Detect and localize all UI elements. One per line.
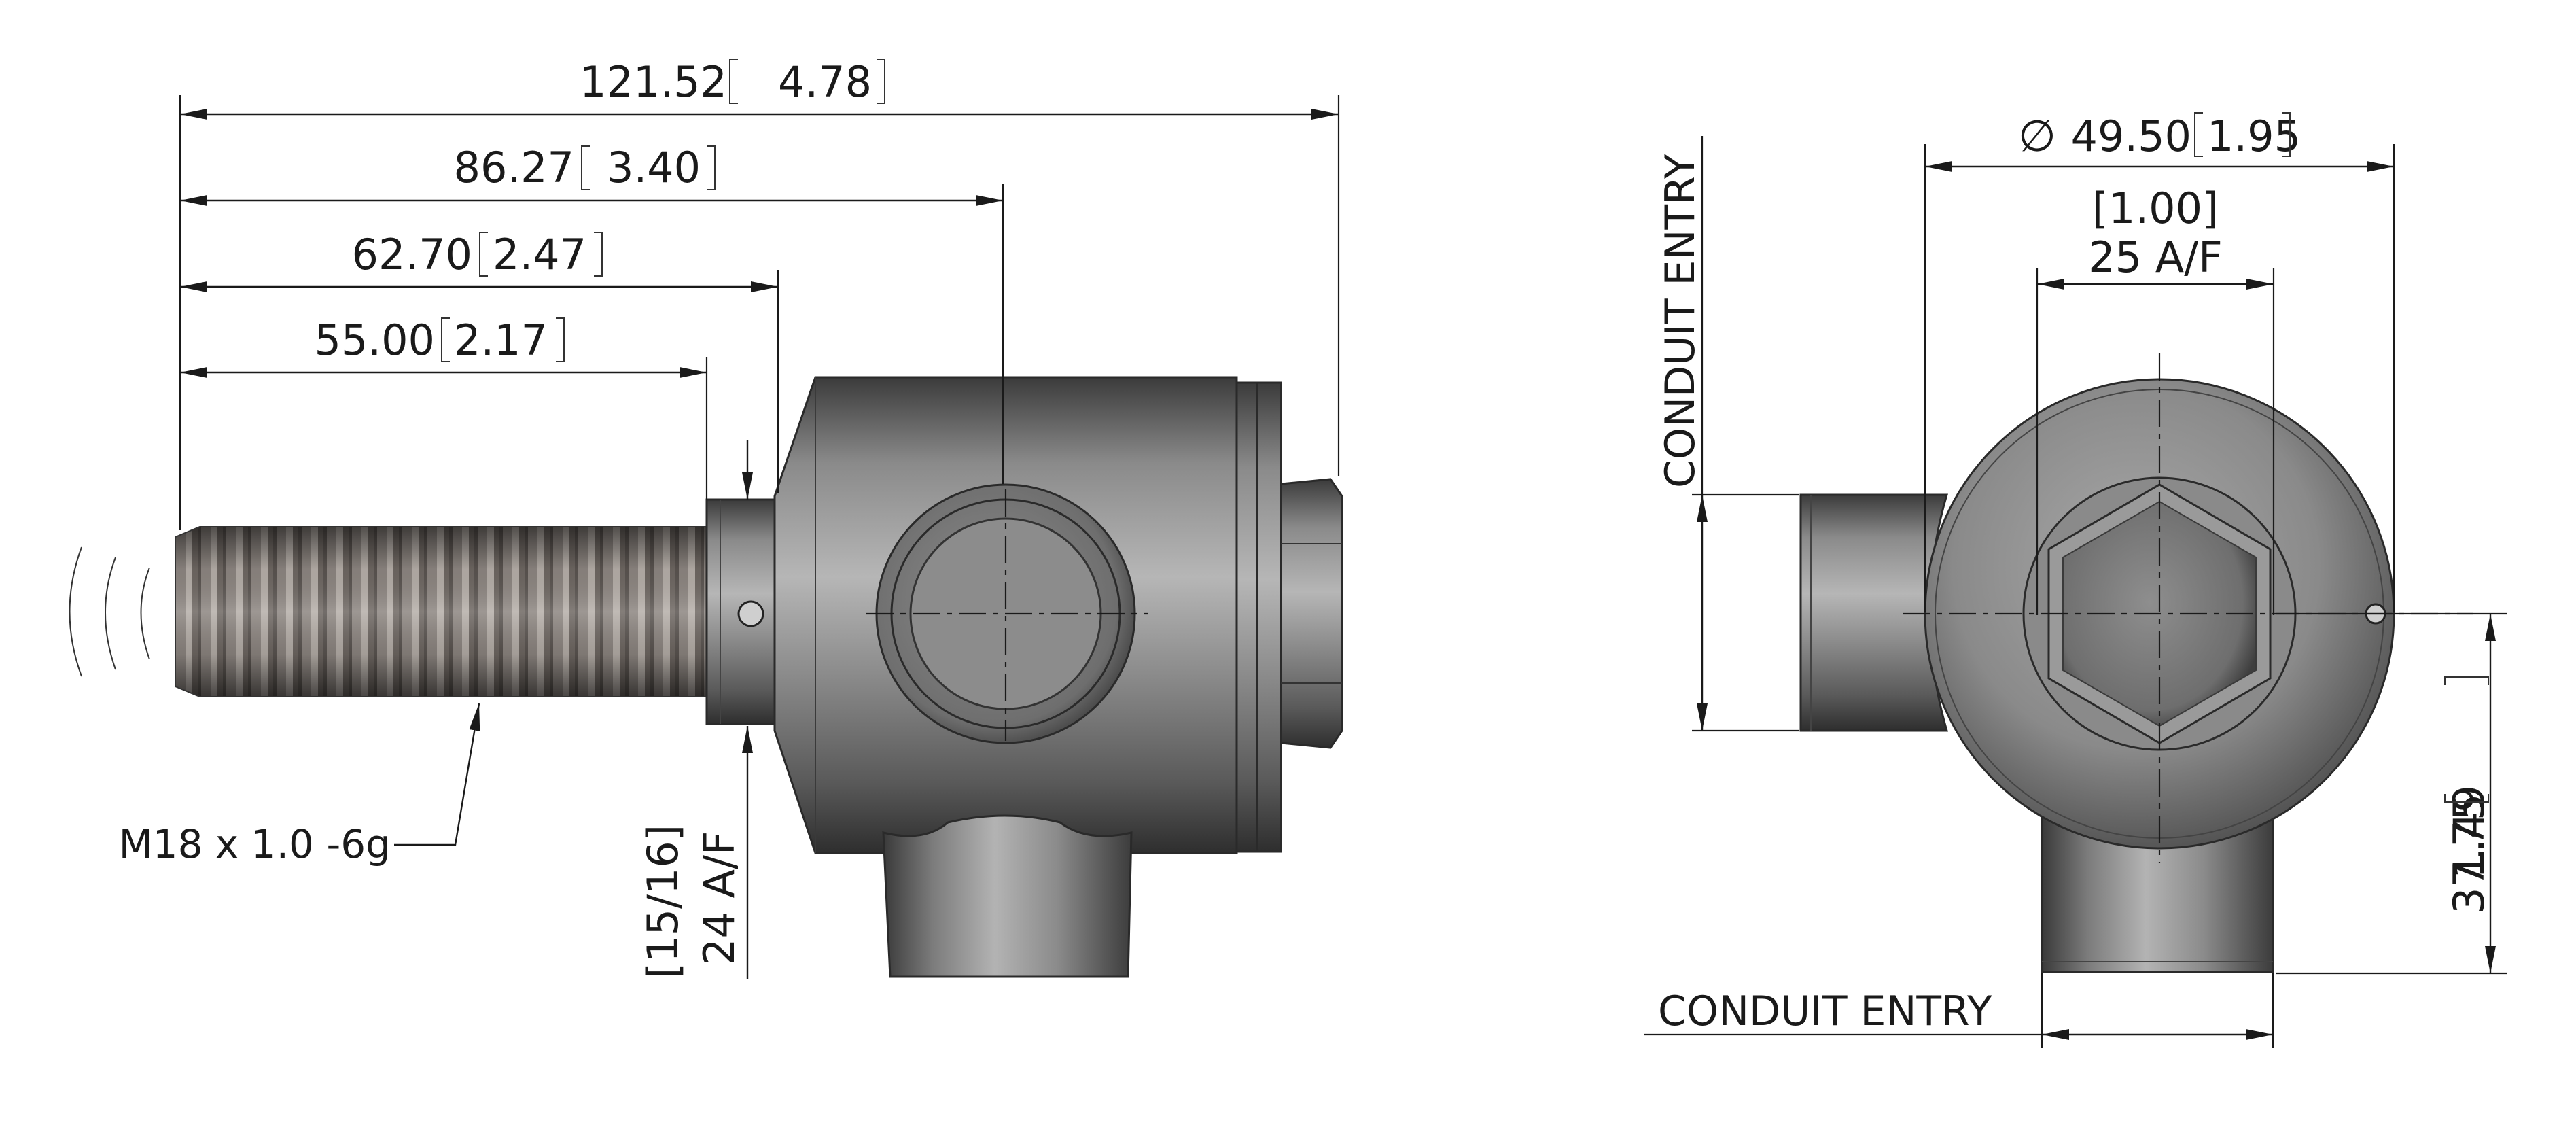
threaded-shank [175, 526, 707, 697]
dim-overall-length: 121.52 [580, 57, 727, 107]
hex-callout-inch: [15/16] [638, 824, 688, 979]
side-view-part [69, 376, 1343, 978]
hex-af-inch: [1.00] [2092, 184, 2219, 233]
diameter-symbol: ∅ [2018, 111, 2056, 162]
shoulder-hex [705, 498, 776, 725]
dim-height: 37.75 [2444, 794, 2494, 915]
dim-shoulder-inch: 2.47 [493, 230, 586, 279]
rear-hex-nut [1280, 478, 1343, 749]
dim-thread-length-inch: 2.17 [454, 315, 548, 365]
conduit-boss-bottom [882, 814, 1133, 978]
dim-port-center: 86.27 [454, 143, 575, 192]
dim-thread-length: 55.00 [315, 315, 436, 365]
dim-overall-length-inch: 4.78 [778, 57, 872, 107]
thread-callout: M18 x 1.0 -6g [119, 821, 391, 867]
end-view-dimensions: ∅ 49.50 1.95 [1.00] 25 A/F CONDUIT ENTRY… [1644, 111, 2507, 1048]
hex-af: 25 A/F [2088, 232, 2223, 282]
dim-diameter: 49.50 [2071, 111, 2192, 161]
pin-hole [737, 600, 764, 627]
rear-flange [1235, 381, 1282, 853]
side-view-dimensions: 121.52 4.78 86.27 3.40 62.70 2.47 55.00 … [119, 57, 1340, 979]
conduit-entry-bottom-label: CONDUIT ENTRY [1658, 988, 1992, 1035]
dim-height-inch: 1.49 [2444, 785, 2494, 879]
dim-diameter-inch: 1.95 [2207, 111, 2301, 161]
conduit-entry-side-label: CONDUIT ENTRY [1657, 154, 1704, 488]
dim-shoulder: 62.70 [352, 230, 473, 279]
end-view-part [1799, 353, 2473, 973]
break-lines [69, 546, 150, 677]
hex-callout: 24 A/F [694, 831, 744, 965]
dim-port-center-inch: 3.40 [607, 143, 701, 192]
